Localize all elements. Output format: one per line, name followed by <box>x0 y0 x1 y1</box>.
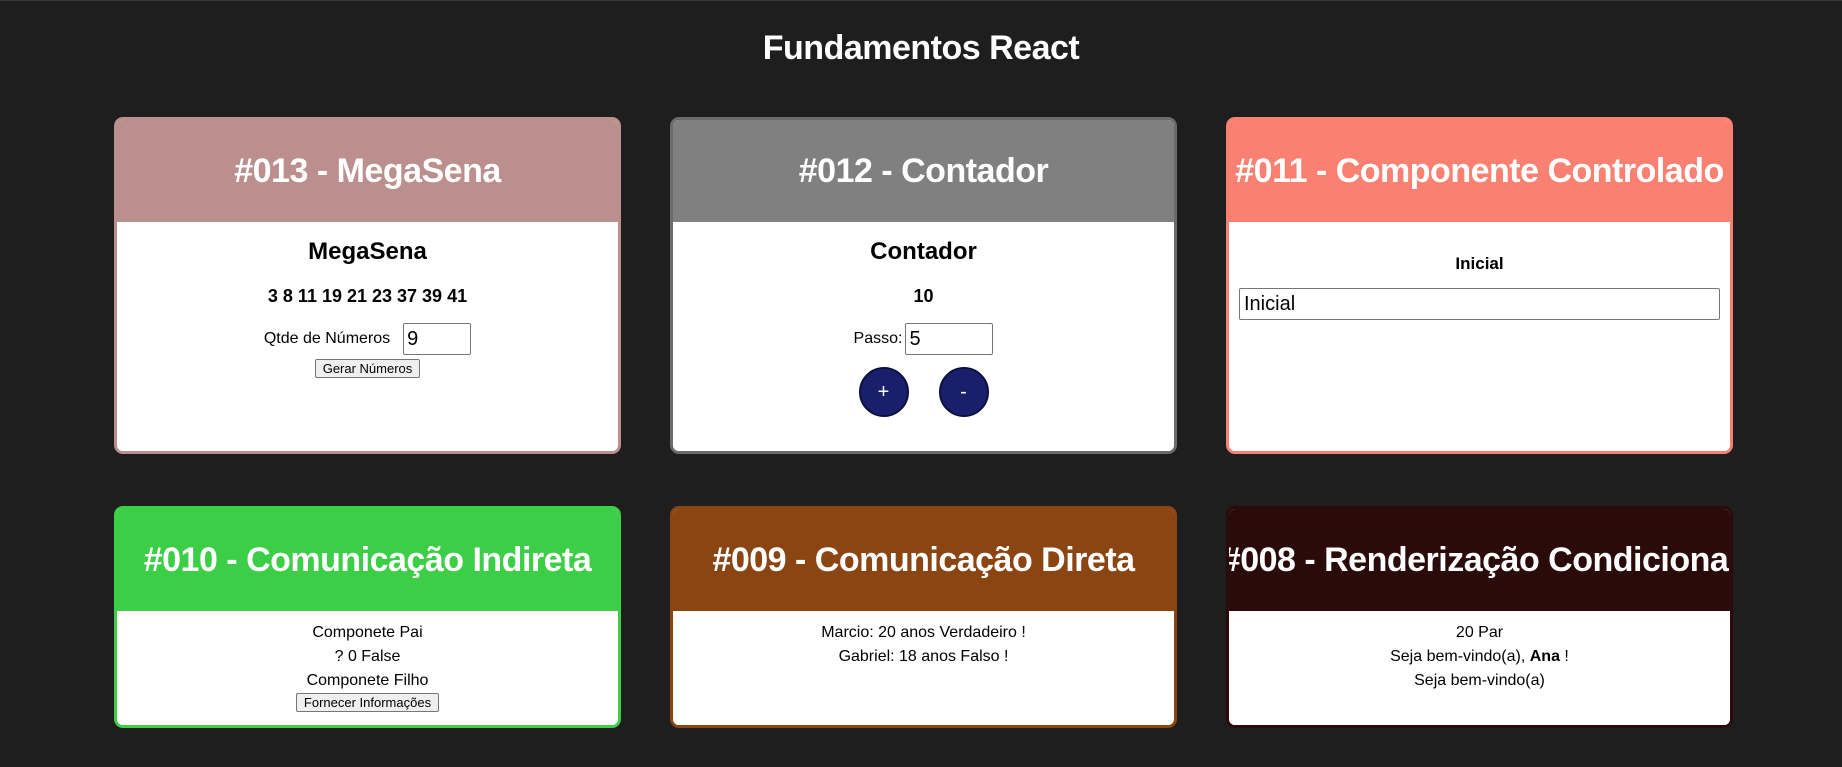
card-contador: #012 - Contador Contador 10 Passo: + - <box>670 117 1177 454</box>
card-direta-body: Marcio: 20 anos Verdadeiro ! Gabriel: 18… <box>673 611 1174 725</box>
megasena-qty-input[interactable] <box>403 323 472 355</box>
condicional-parity: 20 Par <box>1455 624 1504 641</box>
contador-buttons: + - <box>858 367 989 417</box>
megasena-subtitle: MegaSena <box>308 238 427 265</box>
card-indireta-body: Componete Pai ? 0 False Componete Filho … <box>117 611 618 725</box>
card-contador-body: Contador 10 Passo: + - <box>673 222 1174 451</box>
card-condicional-header: #008 - Renderização Condicional <box>1229 509 1730 611</box>
controlado-input[interactable] <box>1239 288 1720 320</box>
page-title: Fundamentos React <box>762 29 1080 67</box>
card-megasena-body: MegaSena 3 8 11 19 21 23 37 39 41 Qtde d… <box>117 222 618 451</box>
condicional-welcome: Seja bem-vindo(a) <box>1414 672 1545 689</box>
indireta-status: ? 0 False <box>334 648 401 665</box>
contador-step-input[interactable] <box>905 323 994 355</box>
welcome-suffix: ! <box>1564 648 1569 665</box>
increment-button[interactable]: + <box>858 367 909 417</box>
card-direta-header: #009 - Comunicação Direta <box>673 509 1174 611</box>
card-controlado: #011 - Componente Controlado Inicial <box>1226 117 1733 454</box>
megasena-qty-label: Qtde de Números <box>263 330 391 347</box>
decrement-button[interactable]: - <box>938 367 989 417</box>
megasena-qty-row: Qtde de Números <box>263 323 472 355</box>
contador-step-label: Passo: <box>853 330 903 347</box>
welcome-prefix: Seja bem-vindo(a), <box>1390 648 1526 665</box>
provide-info-button[interactable]: Fornecer Informações <box>295 693 440 712</box>
megasena-numbers: 3 8 11 19 21 23 37 39 41 <box>267 286 468 306</box>
card-condicional-body: 20 Par Seja bem-vindo(a), Ana ! Seja bem… <box>1229 611 1730 725</box>
card-indireta: #010 - Comunicação Indireta Componete Pa… <box>114 506 621 728</box>
card-megasena-header: #013 - MegaSena <box>117 120 618 222</box>
card-condicional: #008 - Renderização Condicional 20 Par S… <box>1226 506 1733 728</box>
controlado-label: Inicial <box>1455 254 1504 273</box>
direta-line-marcio: Marcio: 20 anos Verdadeiro ! <box>821 624 1026 641</box>
card-direta: #009 - Comunicação Direta Marcio: 20 ano… <box>670 506 1177 728</box>
condicional-welcome-named: Seja bem-vindo(a), Ana ! <box>1390 645 1569 669</box>
direta-line-gabriel: Gabriel: 18 anos Falso ! <box>838 648 1009 665</box>
contador-step-row: Passo: <box>854 323 994 355</box>
card-indireta-header: #010 - Comunicação Indireta <box>117 509 618 611</box>
indireta-parent-label: Componete Pai <box>312 624 423 641</box>
card-controlado-header: #011 - Componente Controlado <box>1229 120 1730 222</box>
generate-numbers-button[interactable]: Gerar Números <box>314 359 421 378</box>
contador-subtitle: Contador <box>870 238 977 265</box>
welcome-name: Ana <box>1529 648 1560 665</box>
card-controlado-body: Inicial <box>1229 222 1730 451</box>
card-contador-header: #012 - Contador <box>673 120 1174 222</box>
contador-value: 10 <box>913 286 934 306</box>
card-megasena: #013 - MegaSena MegaSena 3 8 11 19 21 23… <box>114 117 621 454</box>
indireta-child-label: Componete Filho <box>306 672 429 689</box>
